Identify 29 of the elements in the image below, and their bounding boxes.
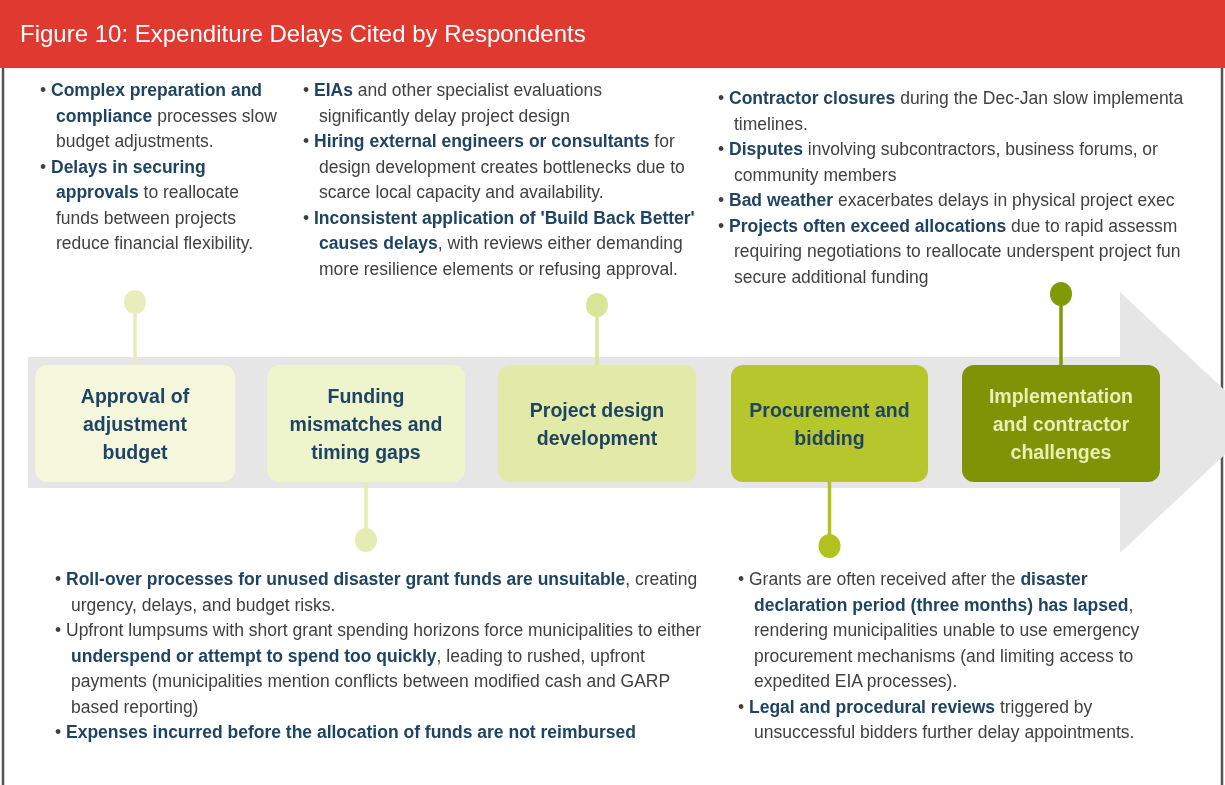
leader-line bbox=[1050, 282, 1072, 365]
stage-label: Implementation and contractor challenges bbox=[987, 383, 1135, 465]
leader-line bbox=[124, 290, 146, 365]
bullet-point: • Roll-over processes for unused disaster grant funds are unsuitable, creating urgency, delays, and budget risks. bbox=[54, 568, 699, 617]
bullet-point: • Upfront lumpsums with short grant spending horizons force municipalities to either underspend or attempt to spend too quickly, leading to rushed, upfront payments (municipalities mention conflicts between modified cash and GARP based reporting) bbox=[54, 619, 703, 719]
stage-label: Project design development bbox=[528, 397, 666, 451]
stage-box bbox=[267, 365, 465, 482]
stage-box bbox=[962, 365, 1160, 482]
stage-label: Approval of adjustment budget bbox=[79, 383, 191, 465]
bullet-point: • Hiring external engineers or consultants for design development creates bottlenecks due to scarce local capacity and availability. bbox=[302, 130, 686, 204]
stage-box bbox=[731, 365, 928, 482]
bullet-point: • Bad weather exacerbates delays in physical project exec bbox=[717, 189, 1176, 212]
bullet-point: • Grants are often received after the disaster declaration period (three months) has lapsed, rendering municipalities unable to use emergency procurement mechanisms (and limiting access to expedited EIA processes). bbox=[737, 568, 1141, 693]
bullet-point: • EIAs and other specialist evaluations significantly delay project design bbox=[302, 79, 603, 128]
stage-label: Funding mismatches and timing gaps bbox=[288, 383, 444, 465]
bullet-point: • Complex preparation and compliance processes slow budget adjustments. bbox=[39, 79, 278, 153]
bullet-point: • Expenses incurred before the allocation of funds are not reimbursed bbox=[54, 721, 637, 744]
stage-box bbox=[498, 365, 696, 482]
stage-label: Procurement and bidding bbox=[748, 397, 911, 451]
bullet-point: • Legal and procedural reviews triggered by unsuccessful bidders further delay appointments. bbox=[737, 695, 1136, 744]
stage-box bbox=[35, 365, 235, 482]
leader-line bbox=[355, 482, 377, 552]
bullet-point: • Inconsistent application of 'Build Back Better' causes delays, with reviews either demanding more resilience elements or refusing approval. bbox=[302, 206, 696, 281]
leader-line bbox=[818, 482, 841, 558]
figure-title: Figure 10: Expenditure Delays Cited by Respondents bbox=[20, 20, 586, 48]
bullet-point: • Delays in securing approvals to reallocate funds between projects reduce financial flexibility. bbox=[39, 155, 255, 255]
leader-line bbox=[586, 293, 608, 365]
bullet-point: • Contractor closures during the Dec-Jan slow implementa timelines. bbox=[717, 87, 1185, 136]
bullet-point: • Projects often exceed allocations due to rapid assessm requiring negotiations to reallocate underspent project fun secure additional funding bbox=[717, 214, 1182, 289]
